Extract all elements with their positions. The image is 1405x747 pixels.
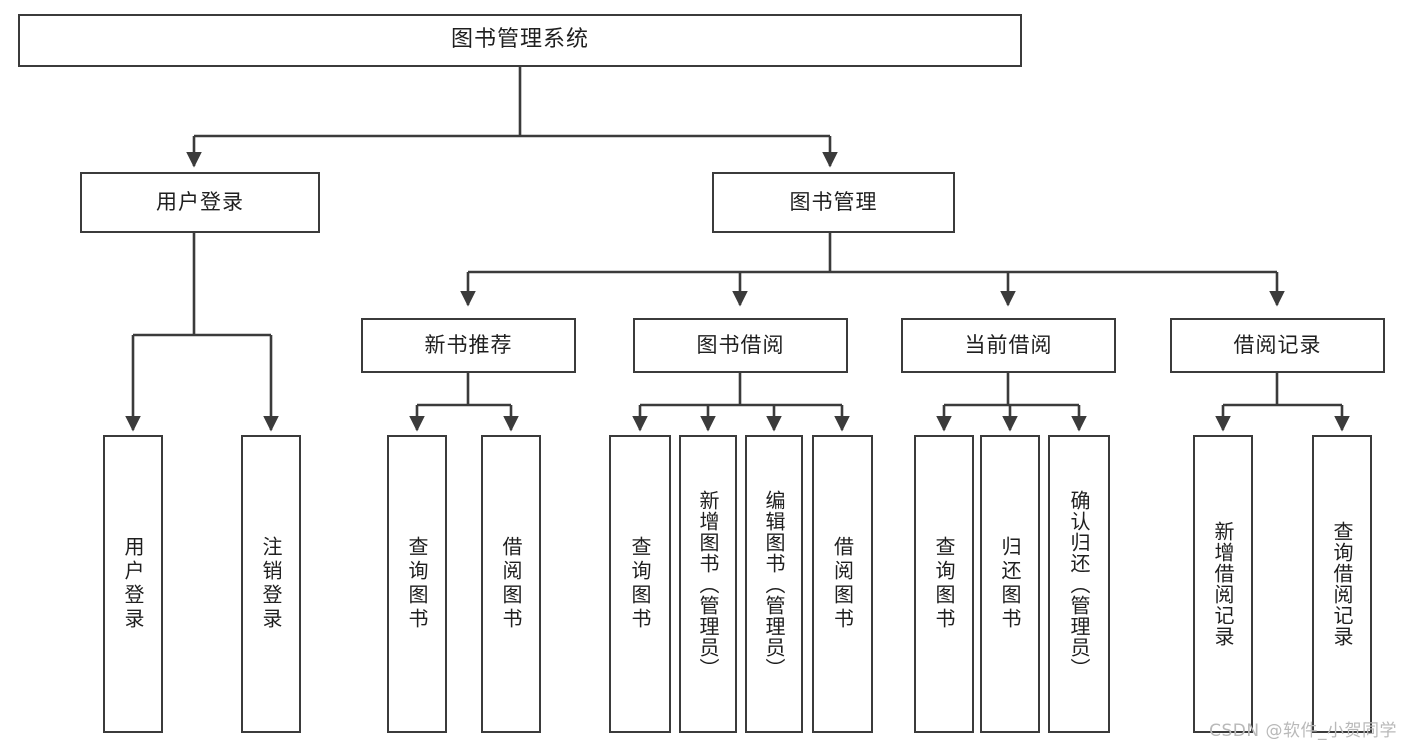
node-leaf-user-login-label: 用户登录 bbox=[121, 536, 145, 632]
node-book-manage-label: 图书管理 bbox=[789, 189, 878, 214]
node-leaf-query-book-1-label: 查询图书 bbox=[405, 536, 429, 632]
node-leaf-confirm-return-label: 确认归还（管理员） bbox=[1067, 489, 1091, 679]
node-leaf-edit-book[interactable]: 编辑图书（管理员） bbox=[745, 435, 803, 733]
node-book-manage[interactable]: 图书管理 bbox=[712, 172, 955, 233]
node-leaf-borrow-book-1-label: 借阅图书 bbox=[499, 536, 523, 632]
node-root[interactable]: 图书管理系统 bbox=[18, 14, 1022, 67]
node-leaf-query-book-2-label: 查询图书 bbox=[628, 536, 652, 632]
node-leaf-borrow-book-1[interactable]: 借阅图书 bbox=[481, 435, 541, 733]
node-current-borrow-label: 当前借阅 bbox=[964, 332, 1053, 357]
node-leaf-user-logout[interactable]: 注销登录 bbox=[241, 435, 301, 733]
node-leaf-query-book-3-label: 查询图书 bbox=[932, 536, 956, 632]
node-leaf-add-record-label: 新增借阅记录 bbox=[1211, 521, 1235, 647]
csdn-watermark: CSDN @软件_小贺同学 bbox=[1209, 721, 1397, 741]
node-leaf-confirm-return[interactable]: 确认归还（管理员） bbox=[1048, 435, 1110, 733]
node-leaf-query-book-1[interactable]: 查询图书 bbox=[387, 435, 447, 733]
node-user-login-label: 用户登录 bbox=[156, 189, 244, 214]
node-leaf-add-book-label: 新增图书（管理员） bbox=[696, 489, 720, 679]
node-leaf-add-record[interactable]: 新增借阅记录 bbox=[1193, 435, 1253, 733]
node-leaf-query-book-3[interactable]: 查询图书 bbox=[914, 435, 974, 733]
node-user-login[interactable]: 用户登录 bbox=[80, 172, 320, 233]
node-leaf-add-book[interactable]: 新增图书（管理员） bbox=[679, 435, 737, 733]
node-leaf-edit-book-label: 编辑图书（管理员） bbox=[762, 489, 786, 679]
node-leaf-query-record[interactable]: 查询借阅记录 bbox=[1312, 435, 1372, 733]
node-leaf-borrow-book-2-label: 借阅图书 bbox=[830, 536, 855, 632]
node-borrow-record[interactable]: 借阅记录 bbox=[1170, 318, 1385, 373]
node-leaf-return-book-label: 归还图书 bbox=[998, 536, 1022, 632]
node-root-label: 图书管理系统 bbox=[450, 27, 589, 53]
node-leaf-query-record-label: 查询借阅记录 bbox=[1330, 521, 1354, 647]
node-leaf-user-login[interactable]: 用户登录 bbox=[103, 435, 163, 733]
node-new-book-recommend-label: 新书推荐 bbox=[424, 332, 513, 357]
node-current-borrow[interactable]: 当前借阅 bbox=[901, 318, 1116, 373]
node-book-borrow[interactable]: 图书借阅 bbox=[633, 318, 848, 373]
node-borrow-record-label: 借阅记录 bbox=[1233, 332, 1322, 357]
node-leaf-borrow-book-2[interactable]: 借阅图书 bbox=[812, 435, 873, 733]
node-leaf-return-book[interactable]: 归还图书 bbox=[980, 435, 1040, 733]
node-book-borrow-label: 图书借阅 bbox=[696, 332, 785, 357]
node-leaf-user-logout-label: 注销登录 bbox=[259, 536, 283, 632]
node-new-book-recommend[interactable]: 新书推荐 bbox=[361, 318, 576, 373]
node-leaf-query-book-2[interactable]: 查询图书 bbox=[609, 435, 671, 733]
